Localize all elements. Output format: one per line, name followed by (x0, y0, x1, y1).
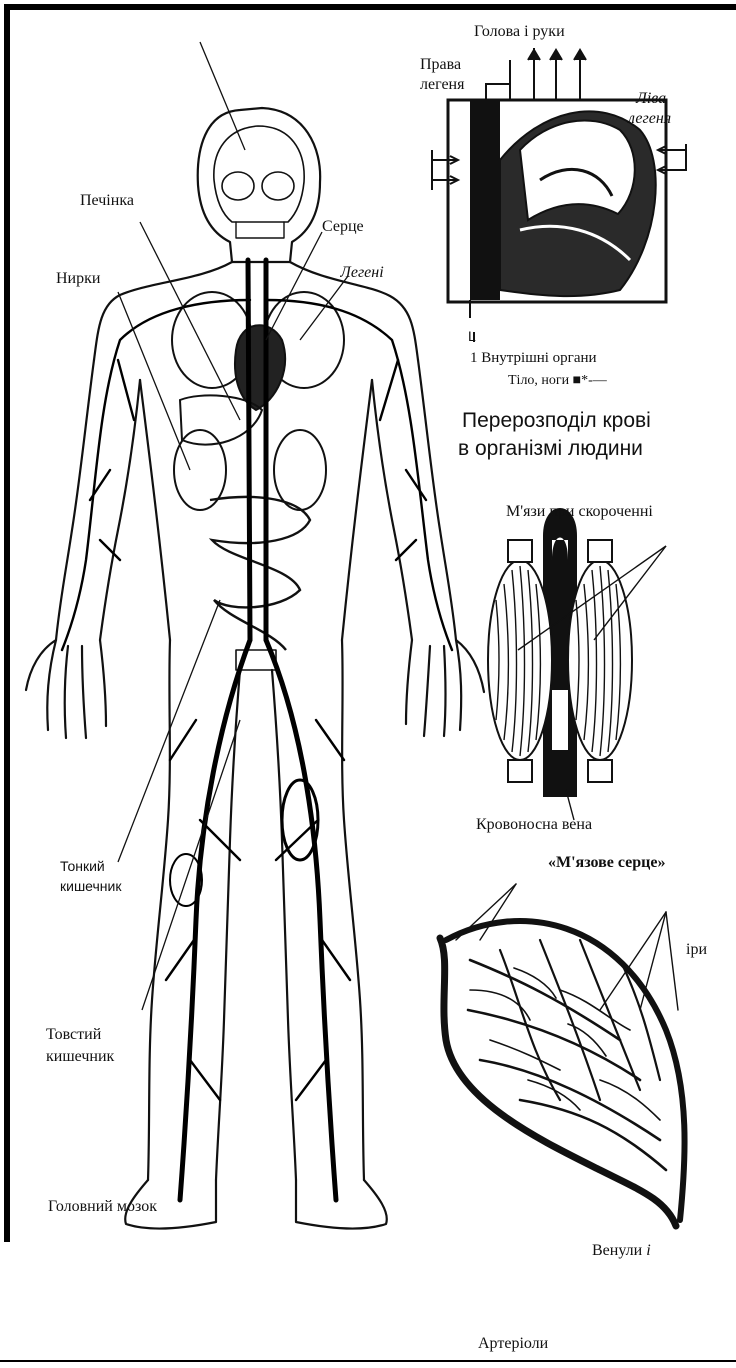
arterioles-label: Артеріоли (478, 1335, 548, 1353)
brain-label: Головний мозок (48, 1198, 157, 1216)
organs (172, 292, 344, 650)
venules-label: Венули і (592, 1242, 651, 1260)
right-lung-label-line2: легеня (420, 76, 464, 94)
kidneys-label: Нирки (56, 270, 100, 288)
body-legs-label: Тіло, ноги ■*-— (508, 373, 607, 389)
muscle-pump-diagram (488, 509, 666, 820)
large-intestine-label-line1: Товстий (46, 1026, 101, 1044)
internal-organs-label: 1 Внутрішні органи (470, 350, 597, 367)
capillaries-partial-label: іри (686, 941, 707, 959)
page-title-line1: Перерозподіл крові (462, 408, 651, 433)
heart-marker-label: L (468, 328, 476, 344)
muscles-contraction-label: М'язи при скороченні (506, 503, 653, 521)
small-intestine-label-line2: кишечник (60, 878, 121, 894)
heart-label: Серце (322, 218, 364, 236)
venules-label-text: Венули (592, 1242, 642, 1259)
capillary-network-diagram (440, 884, 685, 1226)
venules-label-suffix: і (646, 1242, 650, 1259)
page-title-line2: в організмі людини (458, 436, 643, 461)
blood-vein-label: Кровоносна вена (476, 816, 592, 834)
large-intestine-label-line2: кишечник (46, 1048, 114, 1066)
head-arms-label: Голова і руки (474, 23, 565, 41)
right-lung-label-line1: Права (420, 56, 461, 74)
lungs-label: Легені (340, 264, 398, 282)
liver-label: Печінка (80, 192, 134, 210)
muscle-heart-caption: «М'язове серце» (548, 854, 666, 872)
left-lung-label-line2: легеня (628, 110, 671, 128)
left-lung-label-line1: Ліва (636, 90, 666, 108)
small-intestine-label-line1: Тонкий (60, 858, 105, 874)
leader-lines (118, 42, 348, 1010)
